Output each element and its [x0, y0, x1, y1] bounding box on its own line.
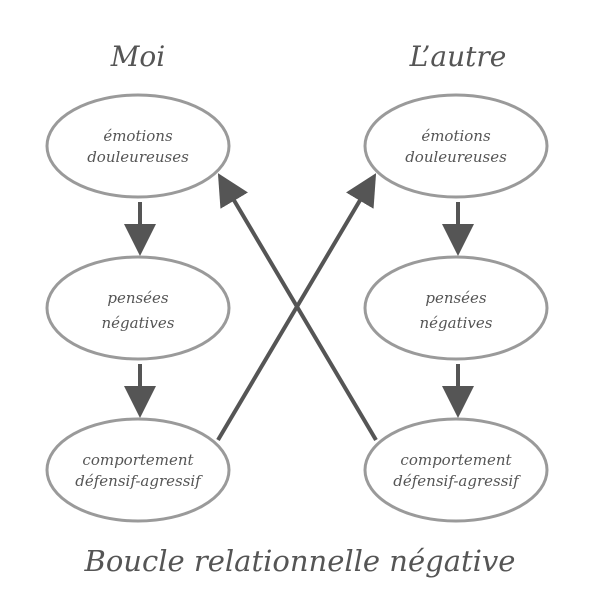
right-node-emotions-line1: émotions [421, 127, 491, 145]
right-node-behavior-line1: comportement [400, 451, 512, 469]
arrow-moi-behavior-to-autre-emotions [216, 173, 377, 442]
right-node-thoughts-line1: pensées [425, 289, 487, 307]
left-node-thoughts-line1: pensées [107, 289, 169, 307]
left-node-emotions-line2: douleureuses [87, 148, 189, 166]
left-node-behavior-line2: défensif-agressif [75, 472, 203, 490]
left-node-behavior: comportement défensif-agressif [45, 417, 231, 523]
left-node-emotions: émotions douleureuses [45, 93, 231, 199]
left-node-behavior-line1: comportement [82, 451, 194, 469]
left-node-emotions-line1: émotions [103, 127, 173, 145]
right-node-thoughts: pensées négatives [363, 255, 549, 361]
right-column-title: L’autre [409, 40, 507, 73]
diagram-caption: Boucle relationnelle négative [84, 544, 516, 578]
right-node-emotions: émotions douleureuses [363, 93, 549, 199]
right-node-emotions-line2: douleureuses [405, 148, 507, 166]
left-node-thoughts-line2: négatives [102, 314, 175, 332]
right-node-behavior: comportement défensif-agressif [363, 417, 549, 523]
right-node-thoughts-line2: négatives [420, 314, 493, 332]
right-node-behavior-line2: défensif-agressif [393, 472, 521, 490]
left-column-title: Moi [110, 40, 165, 73]
left-node-thoughts: pensées négatives [45, 255, 231, 361]
arrow-autre-behavior-to-moi-emotions [217, 173, 378, 442]
